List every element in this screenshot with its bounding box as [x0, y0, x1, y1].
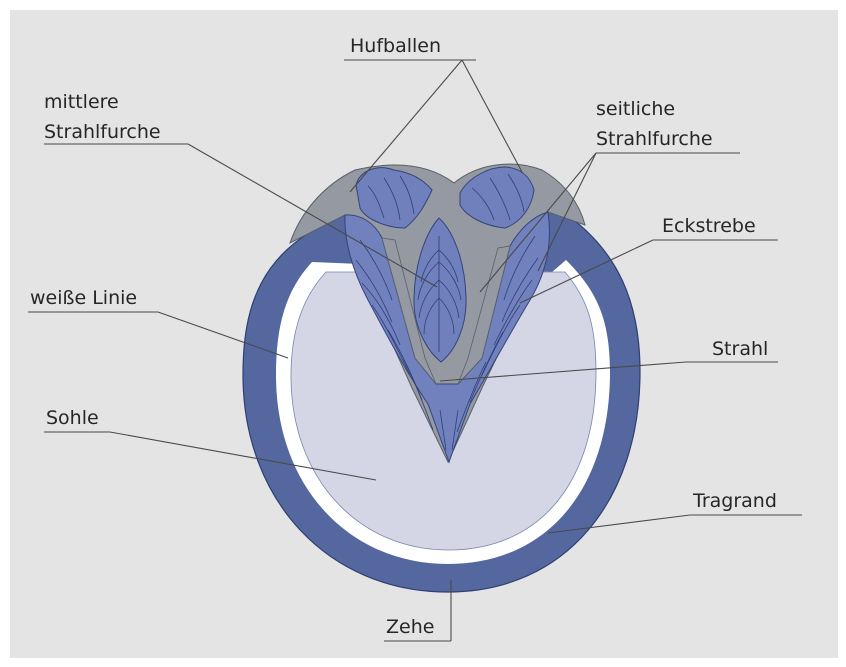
- label-tragrand: Tragrand: [692, 490, 777, 512]
- label-hufballen: Hufballen: [350, 35, 441, 57]
- label-mittlere-line1: mittlere: [44, 91, 119, 113]
- label-eckstrebe: Eckstrebe: [662, 215, 756, 237]
- label-weisse-linie: weiße Linie: [30, 287, 137, 309]
- label-sohle: Sohle: [46, 407, 99, 429]
- label-strahl: Strahl: [712, 338, 768, 360]
- label-seitliche-line1: seitliche: [596, 98, 675, 120]
- label-mittlere-line2: Strahlfurche: [44, 121, 161, 143]
- label-seitliche-line2: Strahlfurche: [596, 128, 713, 150]
- label-zehe: Zehe: [386, 616, 434, 638]
